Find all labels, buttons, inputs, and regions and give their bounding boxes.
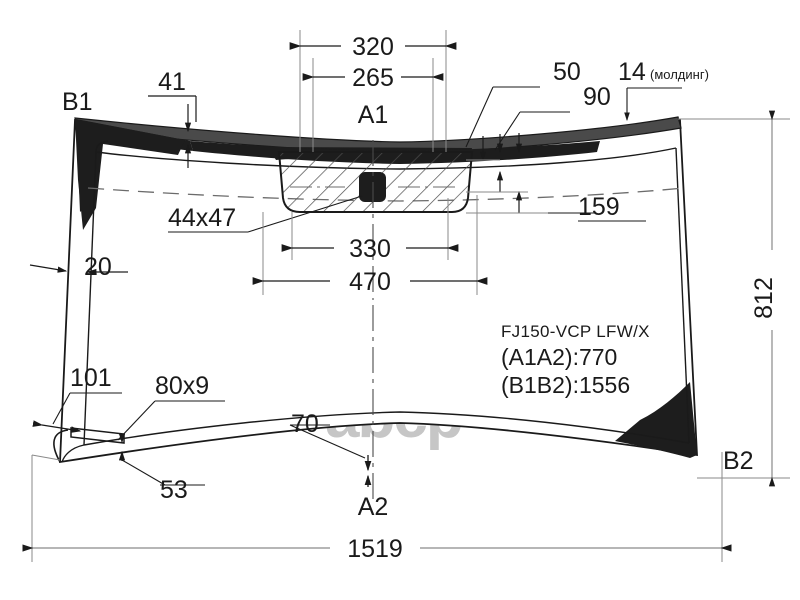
inner-corner-bottomleft — [61, 444, 85, 463]
chord-a1a2: (A1A2):770 — [501, 344, 617, 370]
dimension-70-label: 70 — [291, 410, 319, 438]
dimension-53: 53 — [118, 433, 205, 504]
mirror-sensor-zone — [277, 151, 474, 213]
dimension-320-label: 320 — [352, 33, 394, 61]
dimension-14-molding: 14 (молдинг) — [618, 58, 709, 122]
dimension-320: 320 — [289, 30, 457, 152]
label-B2: B2 — [723, 447, 754, 475]
dimension-812: 812 — [678, 110, 790, 487]
label-A1: A1 — [358, 101, 389, 129]
dimension-14-label: 14 — [618, 58, 646, 86]
dimension-330-label: 330 — [349, 235, 391, 263]
label-B1: B1 — [62, 88, 93, 116]
dimension-80x9: 80x9 — [117, 372, 225, 441]
dimension-1519: 1519 — [22, 452, 732, 563]
chord-b1b2: (B1B2):1556 — [501, 372, 630, 398]
dimension-1519-label: 1519 — [347, 535, 403, 563]
dimension-470: 470 — [252, 195, 488, 296]
dimension-90: 90 — [494, 83, 611, 151]
dimension-470-label: 470 — [349, 268, 391, 296]
dimension-20: 20 — [29, 253, 128, 281]
dimension-50: 50 — [465, 58, 581, 148]
dimension-265: 265 — [302, 58, 444, 152]
part-number: FJ150-VCP LFW/X — [501, 322, 650, 341]
label-A2: A2 — [358, 493, 389, 521]
right-vertical-measure-arrows — [466, 133, 548, 214]
dimension-44x47: 44x47 — [168, 195, 363, 233]
frit-corner-left-band — [75, 119, 185, 230]
dimension-70: 70 — [289, 410, 372, 487]
dimension-812-label: 812 — [750, 277, 778, 319]
dimension-41-label: 41 — [158, 68, 186, 96]
dimension-44x47-label: 44x47 — [168, 204, 236, 232]
dimension-90-label: 90 — [583, 83, 611, 111]
inner-corner-topleft — [95, 140, 109, 153]
dimension-159-label: 159 — [578, 193, 620, 221]
dimension-80x9-label: 80x9 — [155, 372, 209, 400]
dimension-41: 41 — [148, 68, 197, 168]
dimension-101-label: 101 — [70, 364, 112, 392]
dimension-50-label: 50 — [553, 58, 581, 86]
ext-line-bottomleft — [31, 454, 61, 461]
dimension-20-label: 20 — [84, 253, 112, 281]
dimension-330: 330 — [281, 198, 459, 263]
dimension-53-label: 53 — [160, 476, 188, 504]
dimension-101: 101 — [32, 364, 122, 433]
part-number-block: FJ150-VCP LFW/X (A1A2):770 (B1B2):1556 — [501, 322, 650, 398]
molding-note-label: (молдинг) — [650, 67, 709, 82]
frit-corner-bottom-right — [615, 382, 697, 458]
dimension-265-label: 265 — [352, 64, 394, 92]
dimension-159: 159 — [548, 193, 646, 222]
